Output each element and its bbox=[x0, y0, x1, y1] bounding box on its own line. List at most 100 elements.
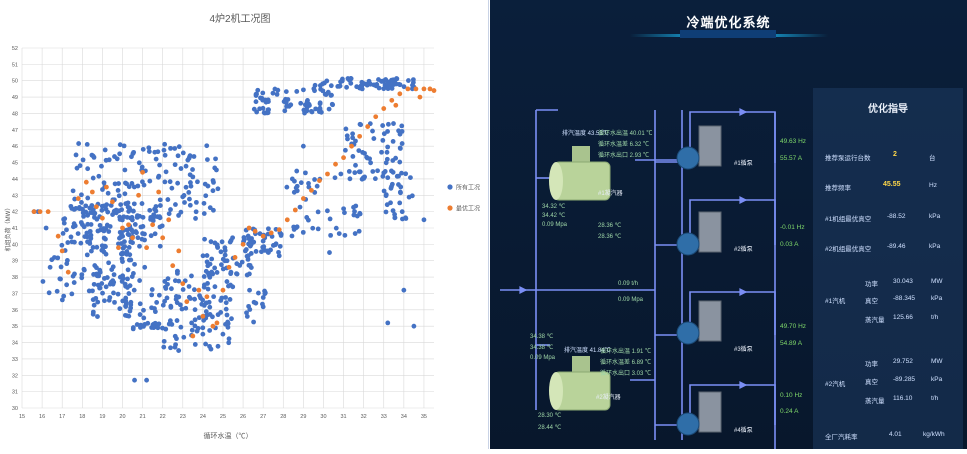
cond2-inlet-2: 34.38 ℃ bbox=[530, 345, 554, 351]
point-all bbox=[107, 295, 113, 300]
point-all bbox=[173, 342, 178, 347]
point-all bbox=[200, 331, 206, 337]
x-tick-label: 26 bbox=[240, 414, 246, 420]
point-all bbox=[77, 163, 83, 169]
point-all bbox=[88, 235, 94, 241]
point-optimal bbox=[300, 196, 306, 201]
point-all bbox=[351, 204, 356, 210]
unit2-power-name: 功率 bbox=[865, 361, 878, 368]
x-tick-label: 20 bbox=[119, 414, 125, 420]
point-all bbox=[199, 301, 205, 307]
point-optimal bbox=[184, 299, 190, 305]
point-all bbox=[385, 175, 391, 181]
y-tick-label: 30 bbox=[12, 406, 18, 412]
point-all bbox=[255, 87, 261, 93]
point-all bbox=[68, 234, 74, 240]
point-optimal bbox=[59, 248, 65, 254]
point-all bbox=[40, 279, 46, 284]
point-all bbox=[392, 211, 397, 217]
point-all bbox=[138, 224, 144, 230]
point-optimal bbox=[144, 245, 150, 251]
point-all bbox=[137, 278, 143, 283]
point-all bbox=[278, 233, 284, 238]
point-all bbox=[81, 224, 87, 230]
point-all bbox=[291, 224, 297, 230]
point-all bbox=[187, 153, 193, 159]
point-all bbox=[239, 259, 245, 265]
point-all bbox=[121, 143, 127, 149]
point-all bbox=[80, 157, 86, 163]
point-all bbox=[229, 316, 234, 322]
point-all bbox=[224, 279, 230, 284]
point-all bbox=[406, 78, 411, 83]
point-all bbox=[76, 141, 82, 146]
point-all bbox=[151, 215, 156, 221]
point-all bbox=[83, 203, 89, 209]
pump-1-freq: 49.63 Hz bbox=[780, 138, 807, 145]
point-all bbox=[375, 168, 380, 174]
point-all bbox=[350, 131, 356, 137]
point-all bbox=[300, 229, 306, 235]
point-all bbox=[124, 249, 130, 254]
point-all bbox=[84, 234, 90, 240]
point-all bbox=[78, 240, 84, 246]
point-all bbox=[181, 334, 187, 340]
vac1-unit: kPa bbox=[929, 213, 941, 220]
point-all bbox=[384, 149, 390, 155]
point-all bbox=[192, 342, 198, 347]
point-all bbox=[381, 86, 387, 92]
point-all bbox=[124, 214, 130, 220]
point-all bbox=[191, 154, 197, 159]
point-all bbox=[226, 336, 232, 342]
point-all bbox=[163, 286, 169, 291]
point-all bbox=[65, 240, 71, 245]
point-all bbox=[88, 222, 94, 227]
point-all bbox=[172, 146, 178, 151]
point-all bbox=[388, 200, 393, 206]
point-all bbox=[80, 206, 85, 212]
point-all bbox=[190, 167, 195, 172]
point-all bbox=[85, 212, 91, 218]
point-all bbox=[382, 169, 388, 174]
point-all bbox=[333, 225, 339, 231]
point-all bbox=[194, 328, 200, 334]
point-all bbox=[169, 185, 175, 191]
point-all bbox=[125, 267, 131, 273]
plant-rate-value: 4.01 bbox=[889, 431, 902, 438]
cond1-exhaust: 排汽温度 43.53℃ bbox=[562, 131, 609, 137]
point-all bbox=[61, 293, 67, 299]
point-all bbox=[222, 252, 228, 258]
point-all bbox=[203, 193, 209, 199]
x-tick-label: 31 bbox=[340, 414, 346, 420]
point-all bbox=[117, 142, 123, 148]
point-all bbox=[332, 175, 338, 181]
point-optimal bbox=[413, 86, 419, 92]
point-all bbox=[181, 193, 187, 198]
point-all bbox=[135, 235, 141, 241]
point-all bbox=[175, 153, 181, 159]
point-all bbox=[182, 200, 187, 205]
flow-arrow-1 bbox=[739, 108, 748, 116]
point-all bbox=[389, 168, 394, 174]
unit2-vac-value: -89.285 bbox=[893, 376, 916, 383]
y-tick-label: 37 bbox=[12, 291, 18, 297]
point-all bbox=[129, 274, 135, 280]
point-all bbox=[313, 106, 319, 112]
point-all bbox=[304, 108, 310, 114]
point-all bbox=[147, 178, 153, 184]
y-tick-label: 41 bbox=[12, 226, 18, 232]
point-all bbox=[163, 326, 169, 332]
point-all bbox=[120, 273, 126, 279]
point-all bbox=[321, 80, 327, 86]
flow-arrow-4 bbox=[739, 381, 748, 389]
point-all bbox=[112, 181, 118, 187]
point-all bbox=[157, 162, 162, 168]
point-all bbox=[134, 322, 140, 327]
point-all bbox=[132, 377, 137, 383]
point-optimal bbox=[276, 227, 282, 233]
point-all bbox=[212, 265, 218, 271]
point-all bbox=[371, 136, 377, 141]
y-tick-label: 32 bbox=[12, 373, 18, 379]
point-all bbox=[157, 243, 163, 249]
point-all bbox=[93, 295, 99, 301]
